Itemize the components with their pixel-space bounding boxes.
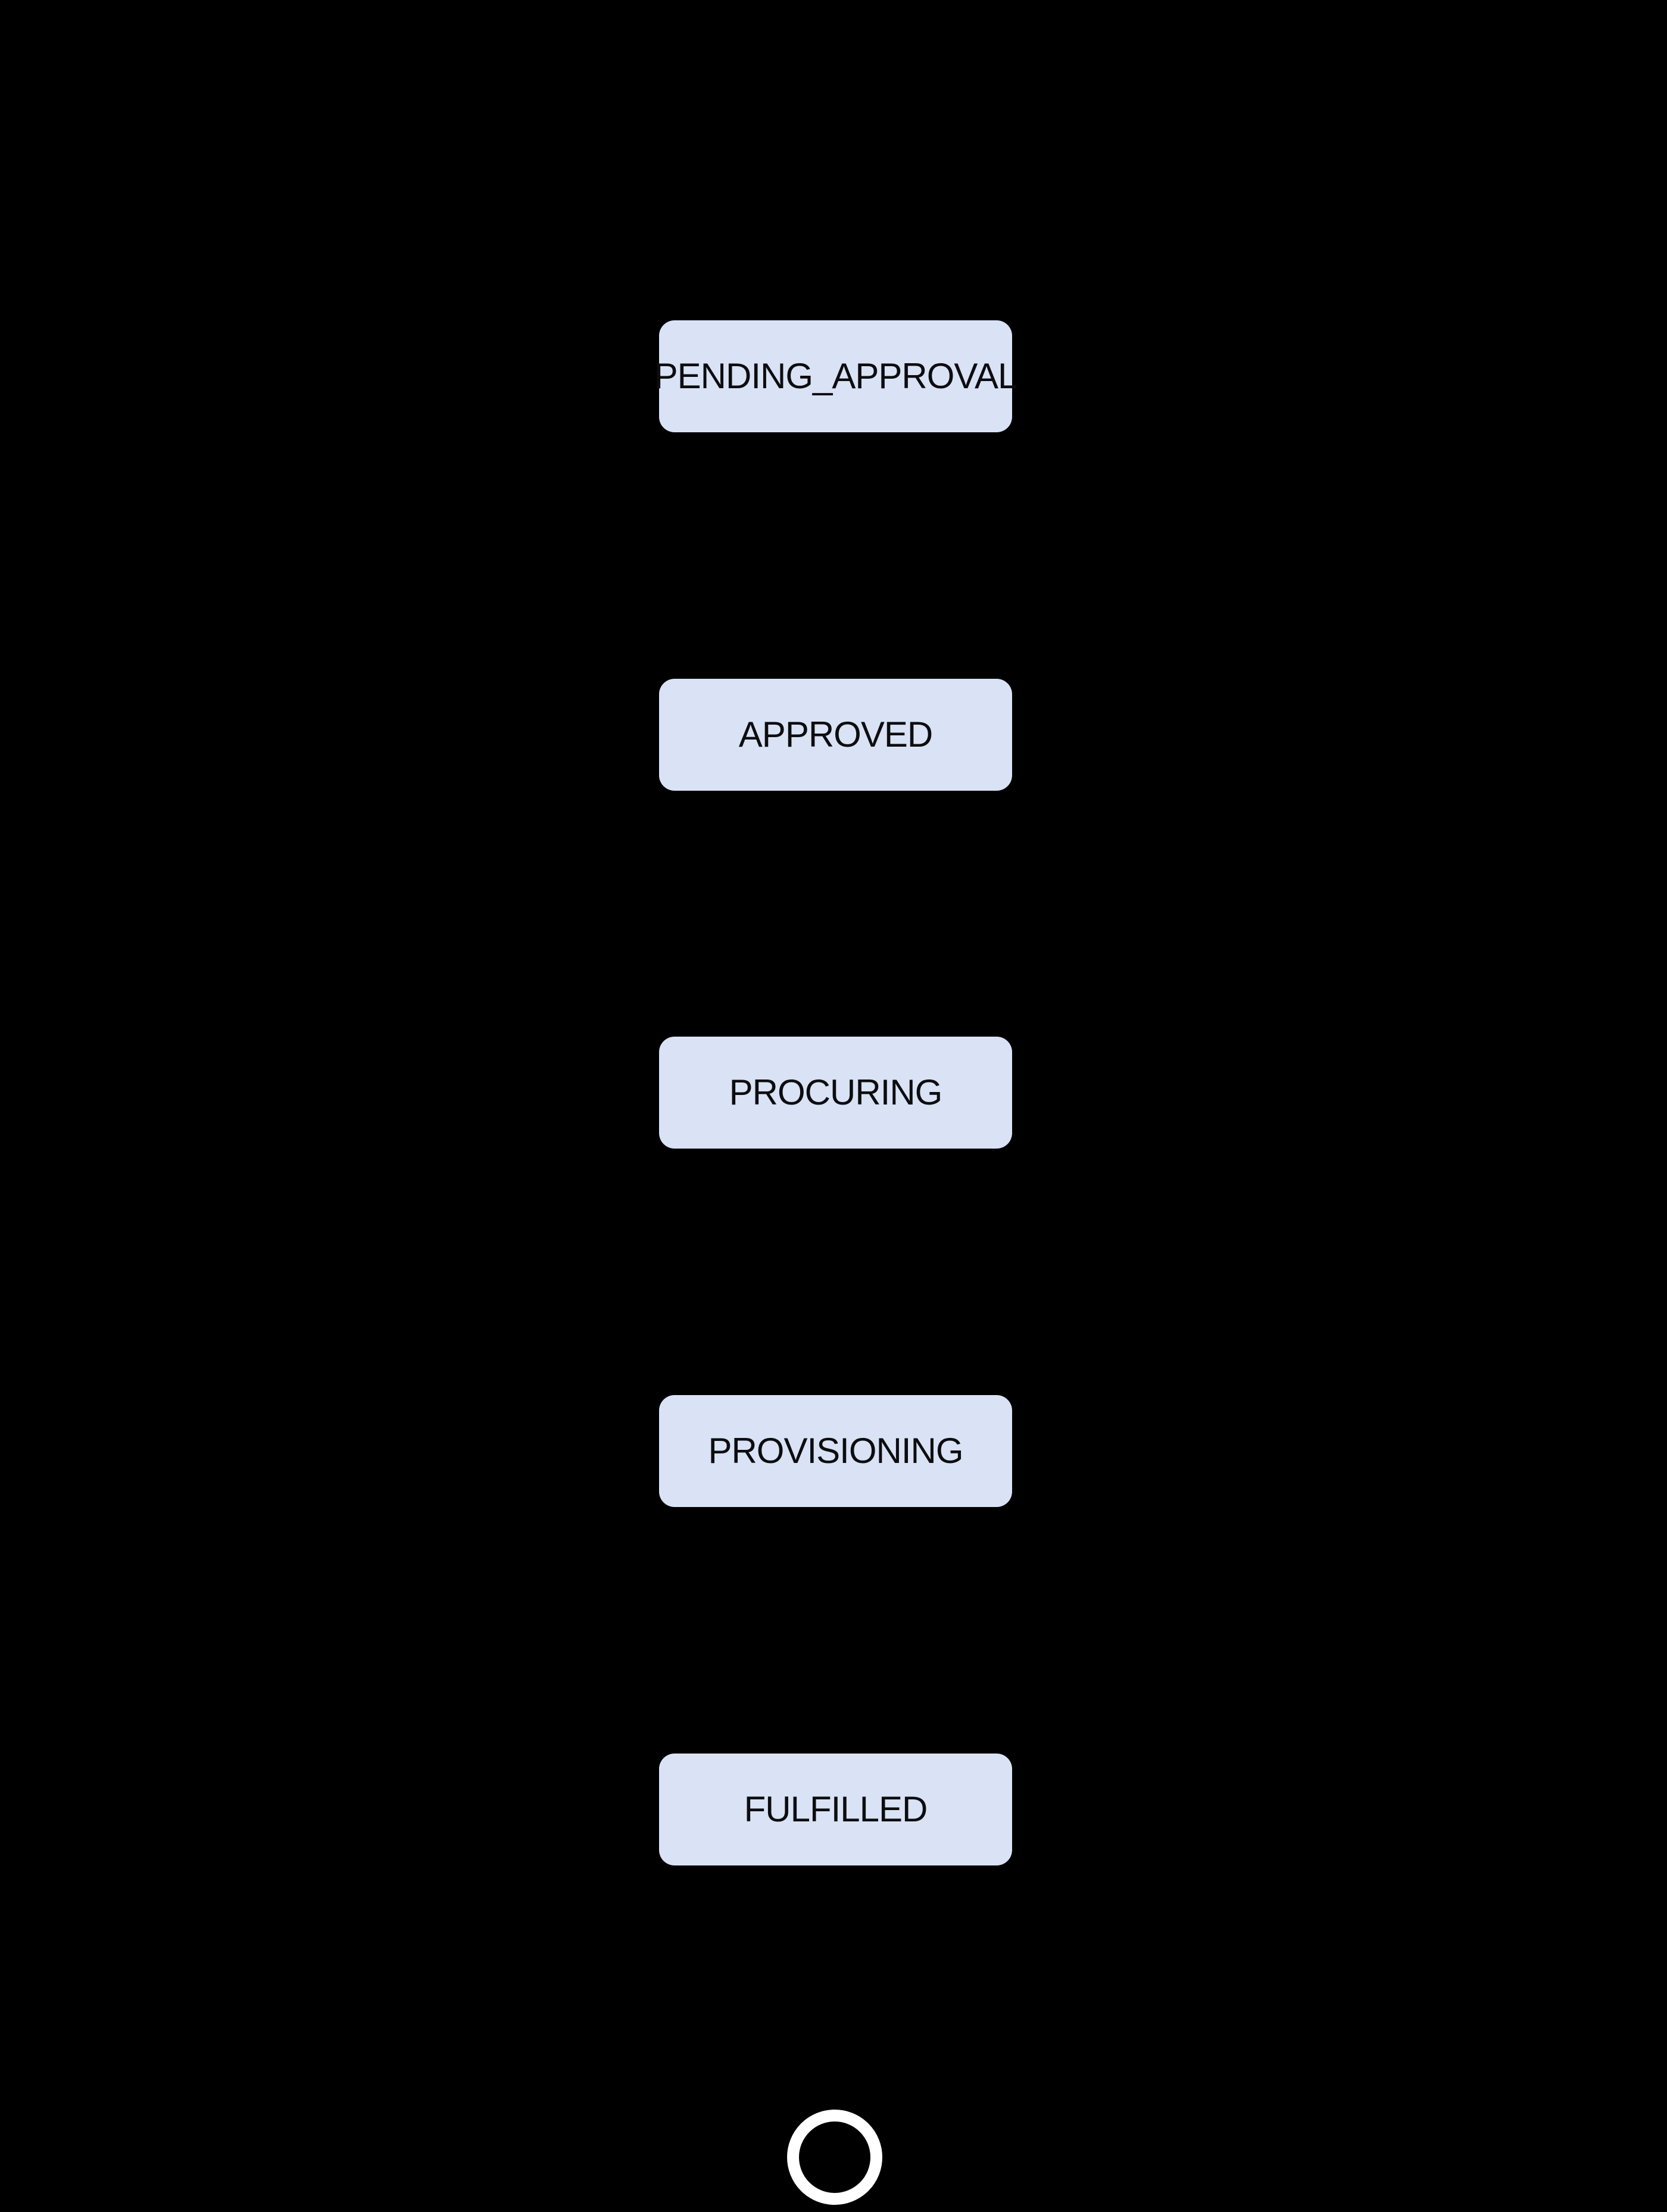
state-label: APPROVED: [738, 715, 933, 754]
state-node-fulfilled: FULFILLED: [659, 1754, 1012, 1865]
state-node-procuring: PROCURING: [659, 1037, 1012, 1149]
state-node-provisioning: PROVISIONING: [659, 1395, 1012, 1507]
state-node-approved: APPROVED: [659, 679, 1012, 791]
state-label: PENDING_APPROVAL: [654, 356, 1018, 396]
state-node-pending-approval: PENDING_APPROVAL: [654, 320, 1017, 432]
final-state-circle-icon: [787, 2110, 882, 2205]
state-label: PROCURING: [729, 1072, 943, 1112]
state-label: PROVISIONING: [708, 1431, 963, 1471]
state-label: FULFILLED: [744, 1789, 928, 1829]
